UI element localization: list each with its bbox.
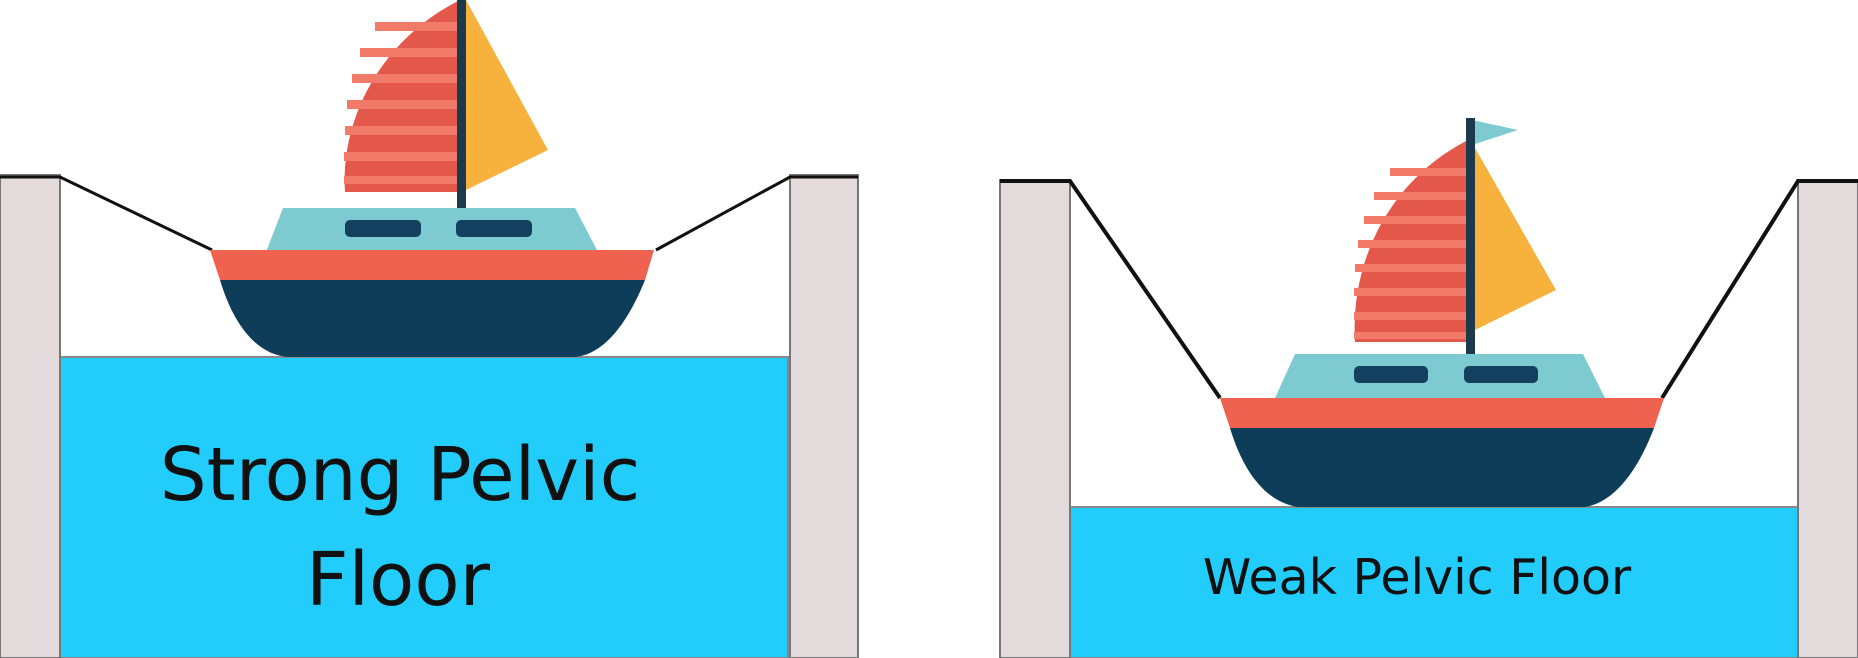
cabin <box>266 208 598 252</box>
cabin-window-right <box>456 220 532 237</box>
weak-pelvic-sling <box>1000 179 1222 400</box>
flag <box>1472 120 1518 145</box>
cabin-window-right <box>1464 366 1538 383</box>
main-sail-stripes <box>1354 168 1468 339</box>
weak-label: Weak Pelvic Floor <box>1203 549 1632 606</box>
weak-left-wall <box>999 179 1071 658</box>
cabin <box>1275 354 1605 398</box>
hull-stripe <box>210 250 654 280</box>
jib-sail <box>1475 148 1556 330</box>
sailboat-icon <box>1220 118 1664 507</box>
hull <box>220 280 645 357</box>
hull <box>1230 428 1654 507</box>
mast <box>457 0 466 210</box>
strong-pelvic-sling <box>0 175 213 252</box>
strong-left-wall <box>0 174 61 658</box>
cabin-window-left <box>345 220 421 237</box>
main-sail-stripes <box>344 22 460 184</box>
hull-stripe <box>1220 398 1664 428</box>
strong-panel: Strong Pelvic Floor <box>0 0 859 658</box>
weak-right-wall <box>1797 179 1858 658</box>
strong-pelvic-sling-right <box>655 175 858 252</box>
weak-panel: Weak Pelvic Floor <box>999 118 1858 658</box>
mast <box>1466 118 1475 358</box>
cabin-window-left <box>1354 366 1428 383</box>
strong-right-wall <box>789 174 859 658</box>
jib-sail <box>466 0 548 190</box>
strong-label-line1: Strong Pelvic <box>160 432 641 518</box>
weak-pelvic-sling-right <box>1660 179 1858 400</box>
sailboat-icon <box>210 0 654 357</box>
strong-label-line2: Floor <box>306 537 491 623</box>
strong-water <box>59 356 789 658</box>
